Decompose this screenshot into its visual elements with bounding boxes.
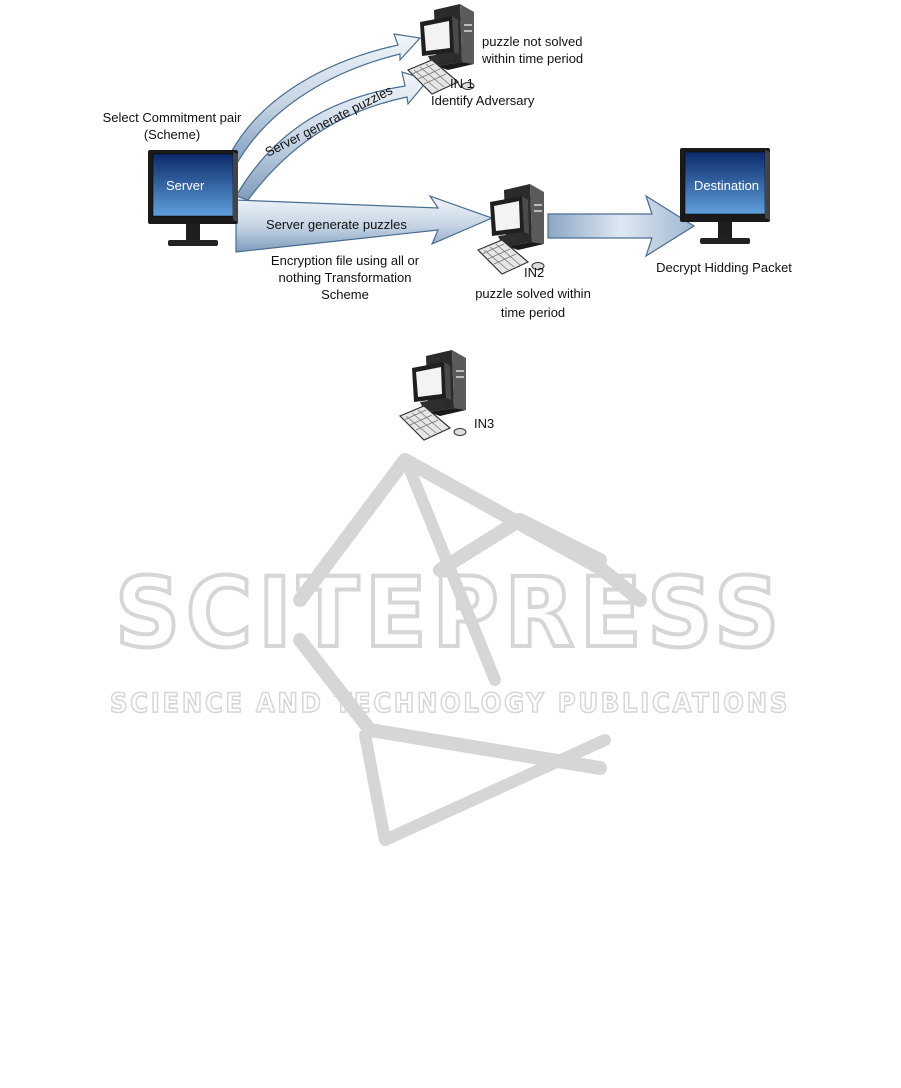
in2-status-line2: time period	[501, 305, 565, 320]
watermark: SCITEPRESS SCIENCE AND TECHNOLOGY PUBLIC…	[109, 453, 790, 846]
encryption-label-line1: Encryption file using all or	[271, 253, 420, 268]
watermark-brand: SCITEPRESS	[115, 557, 785, 669]
in1-status-line1: puzzle not solved	[482, 34, 582, 49]
arrow-main-label: Server generate puzzles	[266, 217, 407, 232]
decrypt-label: Decrypt Hidding Packet	[656, 260, 792, 275]
arrow-upper-label: Server generate puzzles	[263, 82, 396, 160]
encryption-label-line2: nothing Transformation	[279, 270, 412, 285]
in3-label: IN3	[474, 416, 494, 431]
arrow-to-destination	[547, 194, 696, 258]
select-commitment-label-line1: Select Commitment pair	[103, 110, 242, 125]
server-label: Server	[166, 178, 205, 193]
in2-computer-icon	[477, 183, 545, 275]
in1-status-line2: within time period	[481, 51, 583, 66]
watermark-logo	[293, 453, 647, 846]
in1-label: IN 1	[450, 76, 474, 91]
destination-monitor	[679, 147, 771, 245]
arrow-to-in2	[235, 194, 494, 253]
in2-status-line1: puzzle solved within	[475, 286, 591, 301]
arrow-to-in1-upper	[227, 33, 422, 166]
identify-adversary-label: Identify Adversary	[431, 93, 535, 108]
select-commitment-label-line2: (Scheme)	[144, 127, 200, 142]
in2-label: IN2	[524, 265, 544, 280]
in3-computer-icon	[399, 349, 467, 441]
watermark-tagline: SCIENCE AND TECHNOLOGY PUBLICATIONS	[110, 688, 790, 719]
server-monitor	[147, 149, 239, 247]
destination-label: Destination	[694, 178, 759, 193]
encryption-label-line3: Scheme	[321, 287, 369, 302]
arrow-to-in1-lower	[235, 71, 430, 201]
